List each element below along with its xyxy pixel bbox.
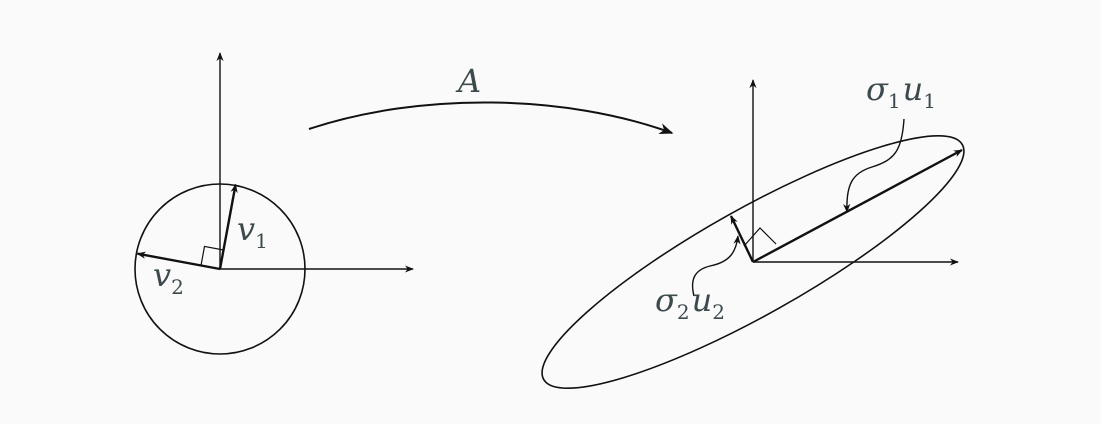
sigma2-u2-label: σ2u2	[655, 281, 725, 324]
mapping-arrow-group: A	[308, 62, 674, 134]
input-space: v1 v2	[134, 52, 414, 355]
sigma1-u1-leader	[843, 118, 905, 213]
output-space: σ1u1 σ2u2	[541, 70, 965, 390]
mapping-arrow	[308, 101, 674, 134]
sigma1-u1-vector	[752, 148, 963, 264]
map-label: A	[455, 62, 481, 100]
right-angle-mark-input	[200, 245, 224, 266]
v1-label: v1	[237, 210, 268, 253]
sigma1-u1-label: σ1u1	[866, 70, 936, 113]
sigma2-u2-leader	[691, 235, 741, 297]
v1-vector	[218, 183, 238, 270]
v2-label: v2	[153, 256, 184, 299]
right-angle-mark-output	[743, 227, 777, 247]
unit-circle	[134, 183, 306, 355]
v2-vector	[136, 251, 221, 271]
sigma2-u2-vector	[729, 215, 755, 263]
image-ellipse	[541, 134, 965, 390]
